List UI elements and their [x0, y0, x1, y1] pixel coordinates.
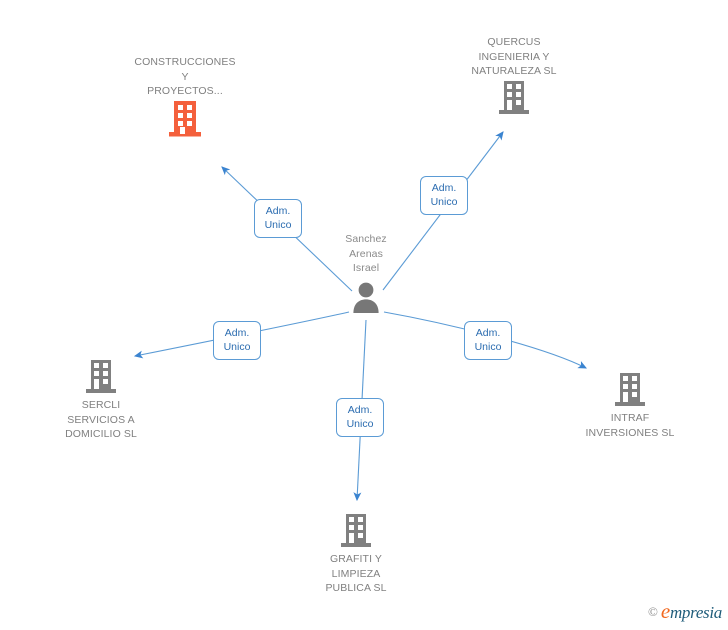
node-grafiti[interactable]: GRAFITI Y LIMPIEZA PUBLICA SL: [286, 512, 426, 596]
brand-rest: mpresia: [669, 603, 722, 622]
node-quercus[interactable]: QUERCUS INGENIERIA Y NATURALEZA SL: [444, 35, 584, 119]
node-label-sercli: SERCLI SERVICIOS A DOMICILIO SL: [65, 399, 137, 440]
node-intraf[interactable]: INTRAF INVERSIONES SL: [560, 371, 700, 440]
node-label-quercus: QUERCUS INGENIERIA Y NATURALEZA SL: [471, 36, 557, 77]
edge-label-construcciones[interactable]: Adm. Unico: [254, 199, 302, 238]
edge-label-grafiti[interactable]: Adm. Unico: [336, 398, 384, 437]
building-icon: [115, 99, 255, 139]
node-construcciones[interactable]: CONSTRUCCIONES Y PROYECTOS...: [115, 55, 255, 139]
node-label-intraf: INTRAF INVERSIONES SL: [585, 412, 675, 439]
building-icon: [31, 358, 171, 398]
watermark: © empresia: [648, 599, 722, 624]
node-label-construcciones: CONSTRUCCIONES Y PROYECTOS...: [134, 56, 236, 97]
person-icon: [296, 276, 436, 313]
building-icon: [560, 371, 700, 411]
building-icon: [444, 79, 584, 119]
node-label-person-center: Sanchez Arenas Israel: [345, 233, 387, 274]
node-label-grafiti: GRAFITI Y LIMPIEZA PUBLICA SL: [325, 553, 387, 594]
edge-label-quercus[interactable]: Adm. Unico: [420, 176, 468, 215]
edge-label-sercli[interactable]: Adm. Unico: [213, 321, 261, 360]
node-sercli[interactable]: SERCLI SERVICIOS A DOMICILIO SL: [31, 358, 171, 442]
node-person-center[interactable]: Sanchez Arenas Israel: [296, 232, 436, 313]
building-icon: [286, 512, 426, 552]
edge-label-intraf[interactable]: Adm. Unico: [464, 321, 512, 360]
brand-logo: empresia: [661, 599, 722, 624]
brand-initial: e: [660, 599, 670, 623]
copyright-icon: ©: [648, 603, 658, 619]
